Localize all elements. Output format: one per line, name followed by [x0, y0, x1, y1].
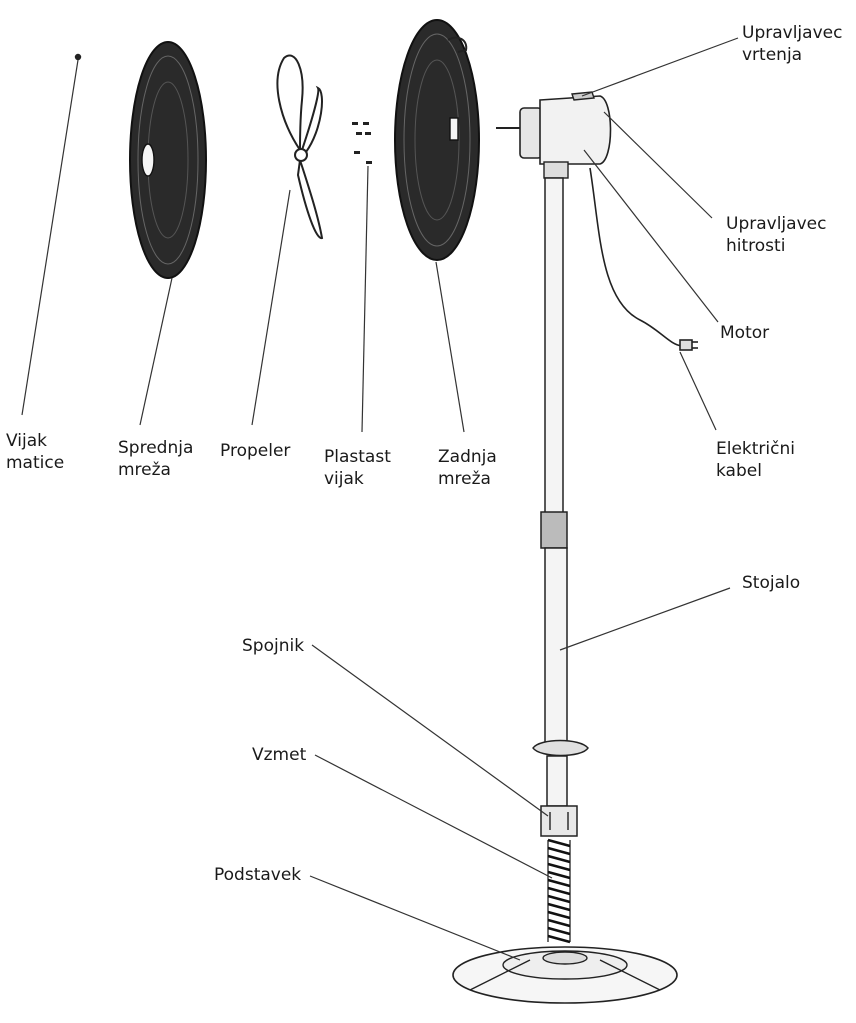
motor-part [496, 91, 612, 179]
label-sprednja-mreza: Sprednja mreža [118, 438, 194, 480]
label-spojnik: Spojnik [242, 636, 305, 656]
spring-part [547, 838, 571, 944]
rear-grille-part [394, 19, 480, 261]
leader-lines [21, 37, 739, 961]
label-elektricni-kabel: Električni kabel [716, 439, 795, 481]
leader-stojalo [559, 587, 731, 651]
label-zadnja-mreza: Zadnja mreža [438, 447, 497, 489]
label-podstavek: Podstavek [214, 865, 302, 885]
power-cable-part [589, 167, 698, 351]
label-upravljavec-vrtenja: Upravljavec vrtenja [742, 23, 843, 65]
leader-upravljavec-vrtenja [581, 37, 739, 97]
leader-zadnja-mreza [435, 261, 465, 433]
leader-propeler [251, 189, 291, 426]
leader-upravljavec-hitrosti [603, 111, 713, 219]
label-plastast-vijak: Plastast vijak [324, 447, 391, 489]
leader-vzmet [314, 754, 553, 879]
label-propeler: Propeler [220, 441, 291, 461]
leader-sprednja-mreza [139, 277, 173, 426]
leader-vijak-matice [21, 59, 79, 416]
base-part [452, 946, 678, 1004]
leader-podstavek [309, 875, 521, 961]
label-upravljavec-hitrosti: Upravljavec hitrosti [726, 214, 827, 256]
connector-part [540, 805, 578, 837]
label-vzmet: Vzmet [252, 745, 307, 765]
label-motor: Motor [720, 323, 770, 343]
label-stojalo: Stojalo [742, 573, 801, 593]
plastic-screws-part [352, 122, 372, 164]
label-vijak-matice: Vijak matice [6, 431, 65, 473]
leader-plastast-vijak [361, 165, 369, 433]
leader-motor [583, 149, 719, 323]
stand-pole-part [532, 177, 589, 807]
leader-spojnik [311, 644, 549, 817]
leader-elektricni-kabel [679, 351, 717, 431]
front-grille-part [129, 41, 207, 279]
nut-screw-part [74, 53, 82, 61]
propeller-part [276, 54, 324, 239]
